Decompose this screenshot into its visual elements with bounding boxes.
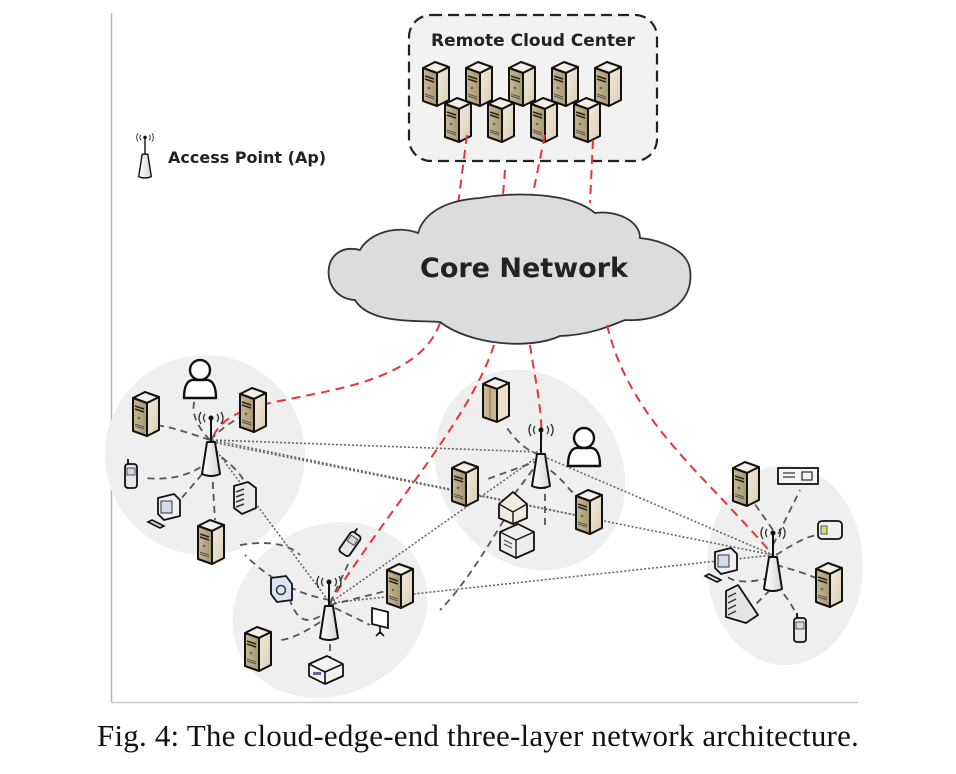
server-icon[interactable] xyxy=(386,563,414,609)
server-icon[interactable] xyxy=(575,489,603,535)
remote-server xyxy=(573,97,601,143)
phone-icon[interactable] xyxy=(793,612,807,643)
access-point-icon xyxy=(135,132,155,179)
remote-server xyxy=(465,61,493,107)
projector-screen-icon[interactable] xyxy=(371,606,389,637)
legend-label: Access Point (Ap) xyxy=(168,148,326,167)
inter-ap-links xyxy=(211,439,774,604)
server-icon[interactable] xyxy=(732,461,760,507)
house-icon[interactable] xyxy=(498,491,528,525)
phone-icon[interactable] xyxy=(124,458,138,489)
backhaul-links-upper xyxy=(457,134,594,206)
server-icon[interactable] xyxy=(815,562,843,608)
server-icon[interactable] xyxy=(451,461,479,507)
remote-cloud-center-label: Remote Cloud Center xyxy=(431,31,636,51)
media-player-icon[interactable] xyxy=(817,520,843,540)
remote-server xyxy=(551,61,579,107)
server-icon[interactable] xyxy=(244,626,272,672)
printer-icon[interactable] xyxy=(499,523,535,559)
figure-caption: Fig. 4: The cloud-edge-end three-layer n… xyxy=(97,718,859,753)
legend: Access Point (Ap) xyxy=(135,132,326,179)
rack-icon[interactable] xyxy=(233,481,257,515)
cluster-3-devices xyxy=(451,377,603,559)
remote-server xyxy=(508,61,536,107)
remote-server xyxy=(594,61,622,107)
webcam-icon[interactable] xyxy=(270,575,293,603)
server-icon[interactable] xyxy=(239,387,267,433)
server-icon[interactable] xyxy=(197,519,225,565)
cluster-4-devices xyxy=(704,461,843,643)
core-network-label: Core Network xyxy=(420,253,629,284)
fridge-icon[interactable] xyxy=(482,377,510,423)
switch-icon[interactable] xyxy=(777,467,819,485)
remote-server xyxy=(422,61,450,107)
cluster-2-devices xyxy=(244,525,414,685)
core-network-cloud xyxy=(327,193,692,345)
remote-server xyxy=(487,97,515,143)
server-icon[interactable] xyxy=(132,391,160,437)
storage-array-icon[interactable] xyxy=(725,584,759,624)
